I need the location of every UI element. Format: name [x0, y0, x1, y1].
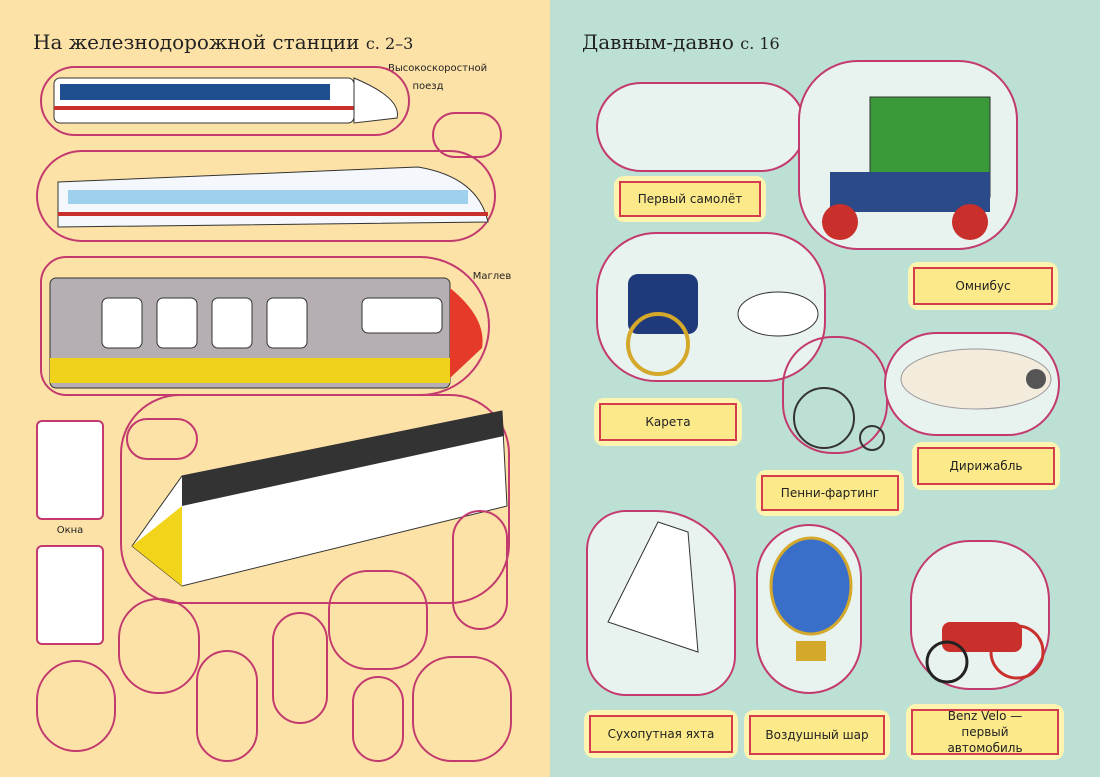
- label-penny-farthing: Пенни-фартинг: [756, 470, 904, 516]
- label-text: Дирижабль: [917, 447, 1055, 485]
- sticker-commuter-train[interactable]: [120, 394, 510, 604]
- label-maglev: Маглев: [472, 271, 512, 282]
- sticker-window-1[interactable]: [36, 420, 104, 520]
- label-text: Benz Velo — первый автомобиль: [911, 709, 1059, 755]
- sticker-wheelchair[interactable]: [36, 660, 116, 752]
- label-land-yacht: Сухопутная яхта: [584, 710, 738, 758]
- label-omnibus: Омнибус: [908, 262, 1058, 310]
- label-benz-velo: Benz Velo — первый автомобиль: [906, 704, 1064, 760]
- sticker-benz-velo[interactable]: [910, 540, 1050, 690]
- title-text: На железнодорожной станции: [33, 30, 360, 54]
- sticker-hot-air-balloon[interactable]: [756, 524, 862, 694]
- sticker-running-man[interactable]: [328, 570, 428, 670]
- label-text: Омнибус: [913, 267, 1053, 305]
- sticker-man-phone[interactable]: [452, 510, 508, 630]
- right-page: Давным-давно с. 16 Первый самолёт Омнибу…: [550, 0, 1100, 777]
- sticker-penny-farthing[interactable]: [782, 336, 888, 454]
- sticker-boy-bag[interactable]: [196, 650, 258, 762]
- label-first-airplane: Первый самолёт: [614, 176, 766, 222]
- page-ref: с. 16: [740, 34, 780, 53]
- left-page-title: На железнодорожной станции с. 2–3: [33, 30, 413, 54]
- label-high-speed: Высокоскоростной поезд: [388, 63, 488, 92]
- left-page: На железнодорожной станции с. 2–3 Высоко…: [0, 0, 550, 777]
- title-text: Давным-давно: [582, 30, 734, 54]
- label-text: Сухопутная яхта: [589, 715, 733, 753]
- label-carriage: Карета: [594, 398, 742, 446]
- sticker-elderly-couple[interactable]: [412, 656, 512, 762]
- sticker-carriage[interactable]: [596, 232, 826, 382]
- sticker-birds[interactable]: [432, 112, 502, 158]
- right-page-title: Давным-давно с. 16: [582, 30, 780, 54]
- sticker-window-2[interactable]: [36, 545, 104, 645]
- sticker-land-yacht[interactable]: [586, 510, 736, 696]
- sticker-woman[interactable]: [272, 612, 328, 724]
- label-windows: Окна: [56, 525, 84, 536]
- sticker-regional-train[interactable]: [40, 256, 490, 396]
- label-hot-air-balloon: Воздушный шар: [744, 710, 890, 760]
- page-ref: с. 2–3: [365, 34, 414, 53]
- sticker-omnibus[interactable]: [798, 60, 1018, 250]
- sticker-child-backpack[interactable]: [352, 676, 404, 762]
- label-text: Пенни-фартинг: [761, 475, 899, 511]
- label-text: Карета: [599, 403, 737, 441]
- sticker-pigeons[interactable]: [126, 418, 198, 460]
- sticker-airship[interactable]: [884, 332, 1060, 436]
- sticker-maglev-train[interactable]: [36, 150, 496, 242]
- label-text: Первый самолёт: [619, 181, 761, 217]
- sticker-high-speed-train[interactable]: [40, 66, 410, 136]
- sticker-girl-dog[interactable]: [118, 598, 200, 694]
- sticker-airplane[interactable]: [596, 82, 806, 172]
- label-airship: Дирижабль: [912, 442, 1060, 490]
- label-text: Воздушный шар: [749, 715, 885, 755]
